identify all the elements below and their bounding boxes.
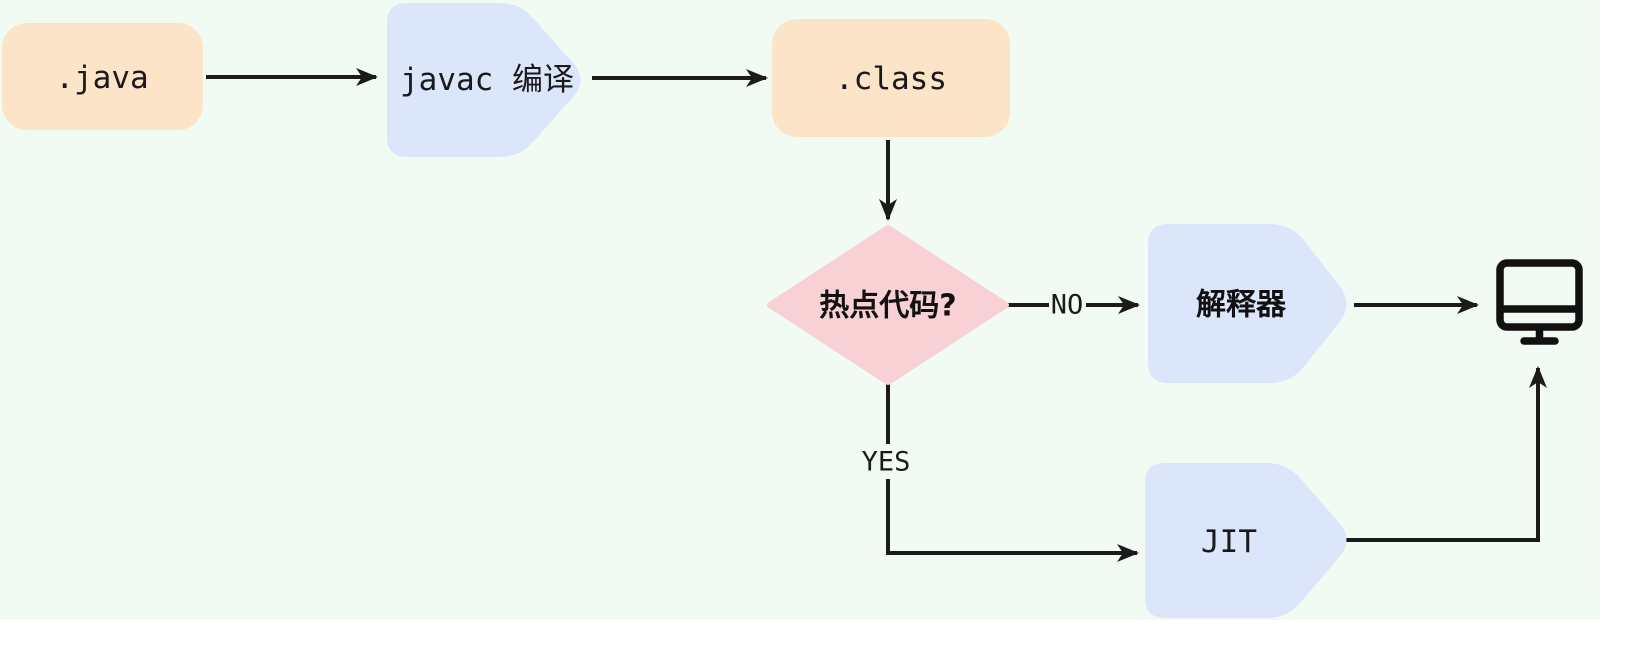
hotspot-decision-shape (767, 225, 1009, 385)
interpreter-shape (1148, 224, 1347, 383)
javac-compile-shape (387, 3, 581, 157)
node-java-file: .java (2, 23, 203, 130)
edge-label-yes: YES (862, 447, 911, 478)
hotspot-decision-label: 热点代码? (819, 289, 956, 324)
edge-label-no: NO (1051, 290, 1084, 321)
jit-label: JIT (1201, 524, 1257, 560)
node-javac-compile: javac 编译 (387, 3, 581, 157)
jit-shape (1145, 463, 1347, 618)
java-file-label: .java (55, 60, 148, 96)
edge-jit-to-monitor-arrow (1340, 366, 1547, 542)
class-file-shape (772, 19, 1010, 137)
node-hotspot-decision: 热点代码? (767, 225, 1009, 385)
interpreter-label: 解释器 (1196, 288, 1287, 323)
node-interpreter: 解释器 (1148, 224, 1347, 383)
node-class-file: .class (772, 19, 1010, 137)
node-jit: JIT (1145, 463, 1347, 618)
monitor-screen (1496, 259, 1583, 331)
java-file-shape (2, 23, 203, 130)
javac-compile-label: javac 编译 (400, 62, 574, 98)
class-file-label: .class (835, 61, 947, 97)
computer-monitor-icon (1496, 259, 1583, 345)
edge-yes-arrow (886, 479, 1139, 562)
